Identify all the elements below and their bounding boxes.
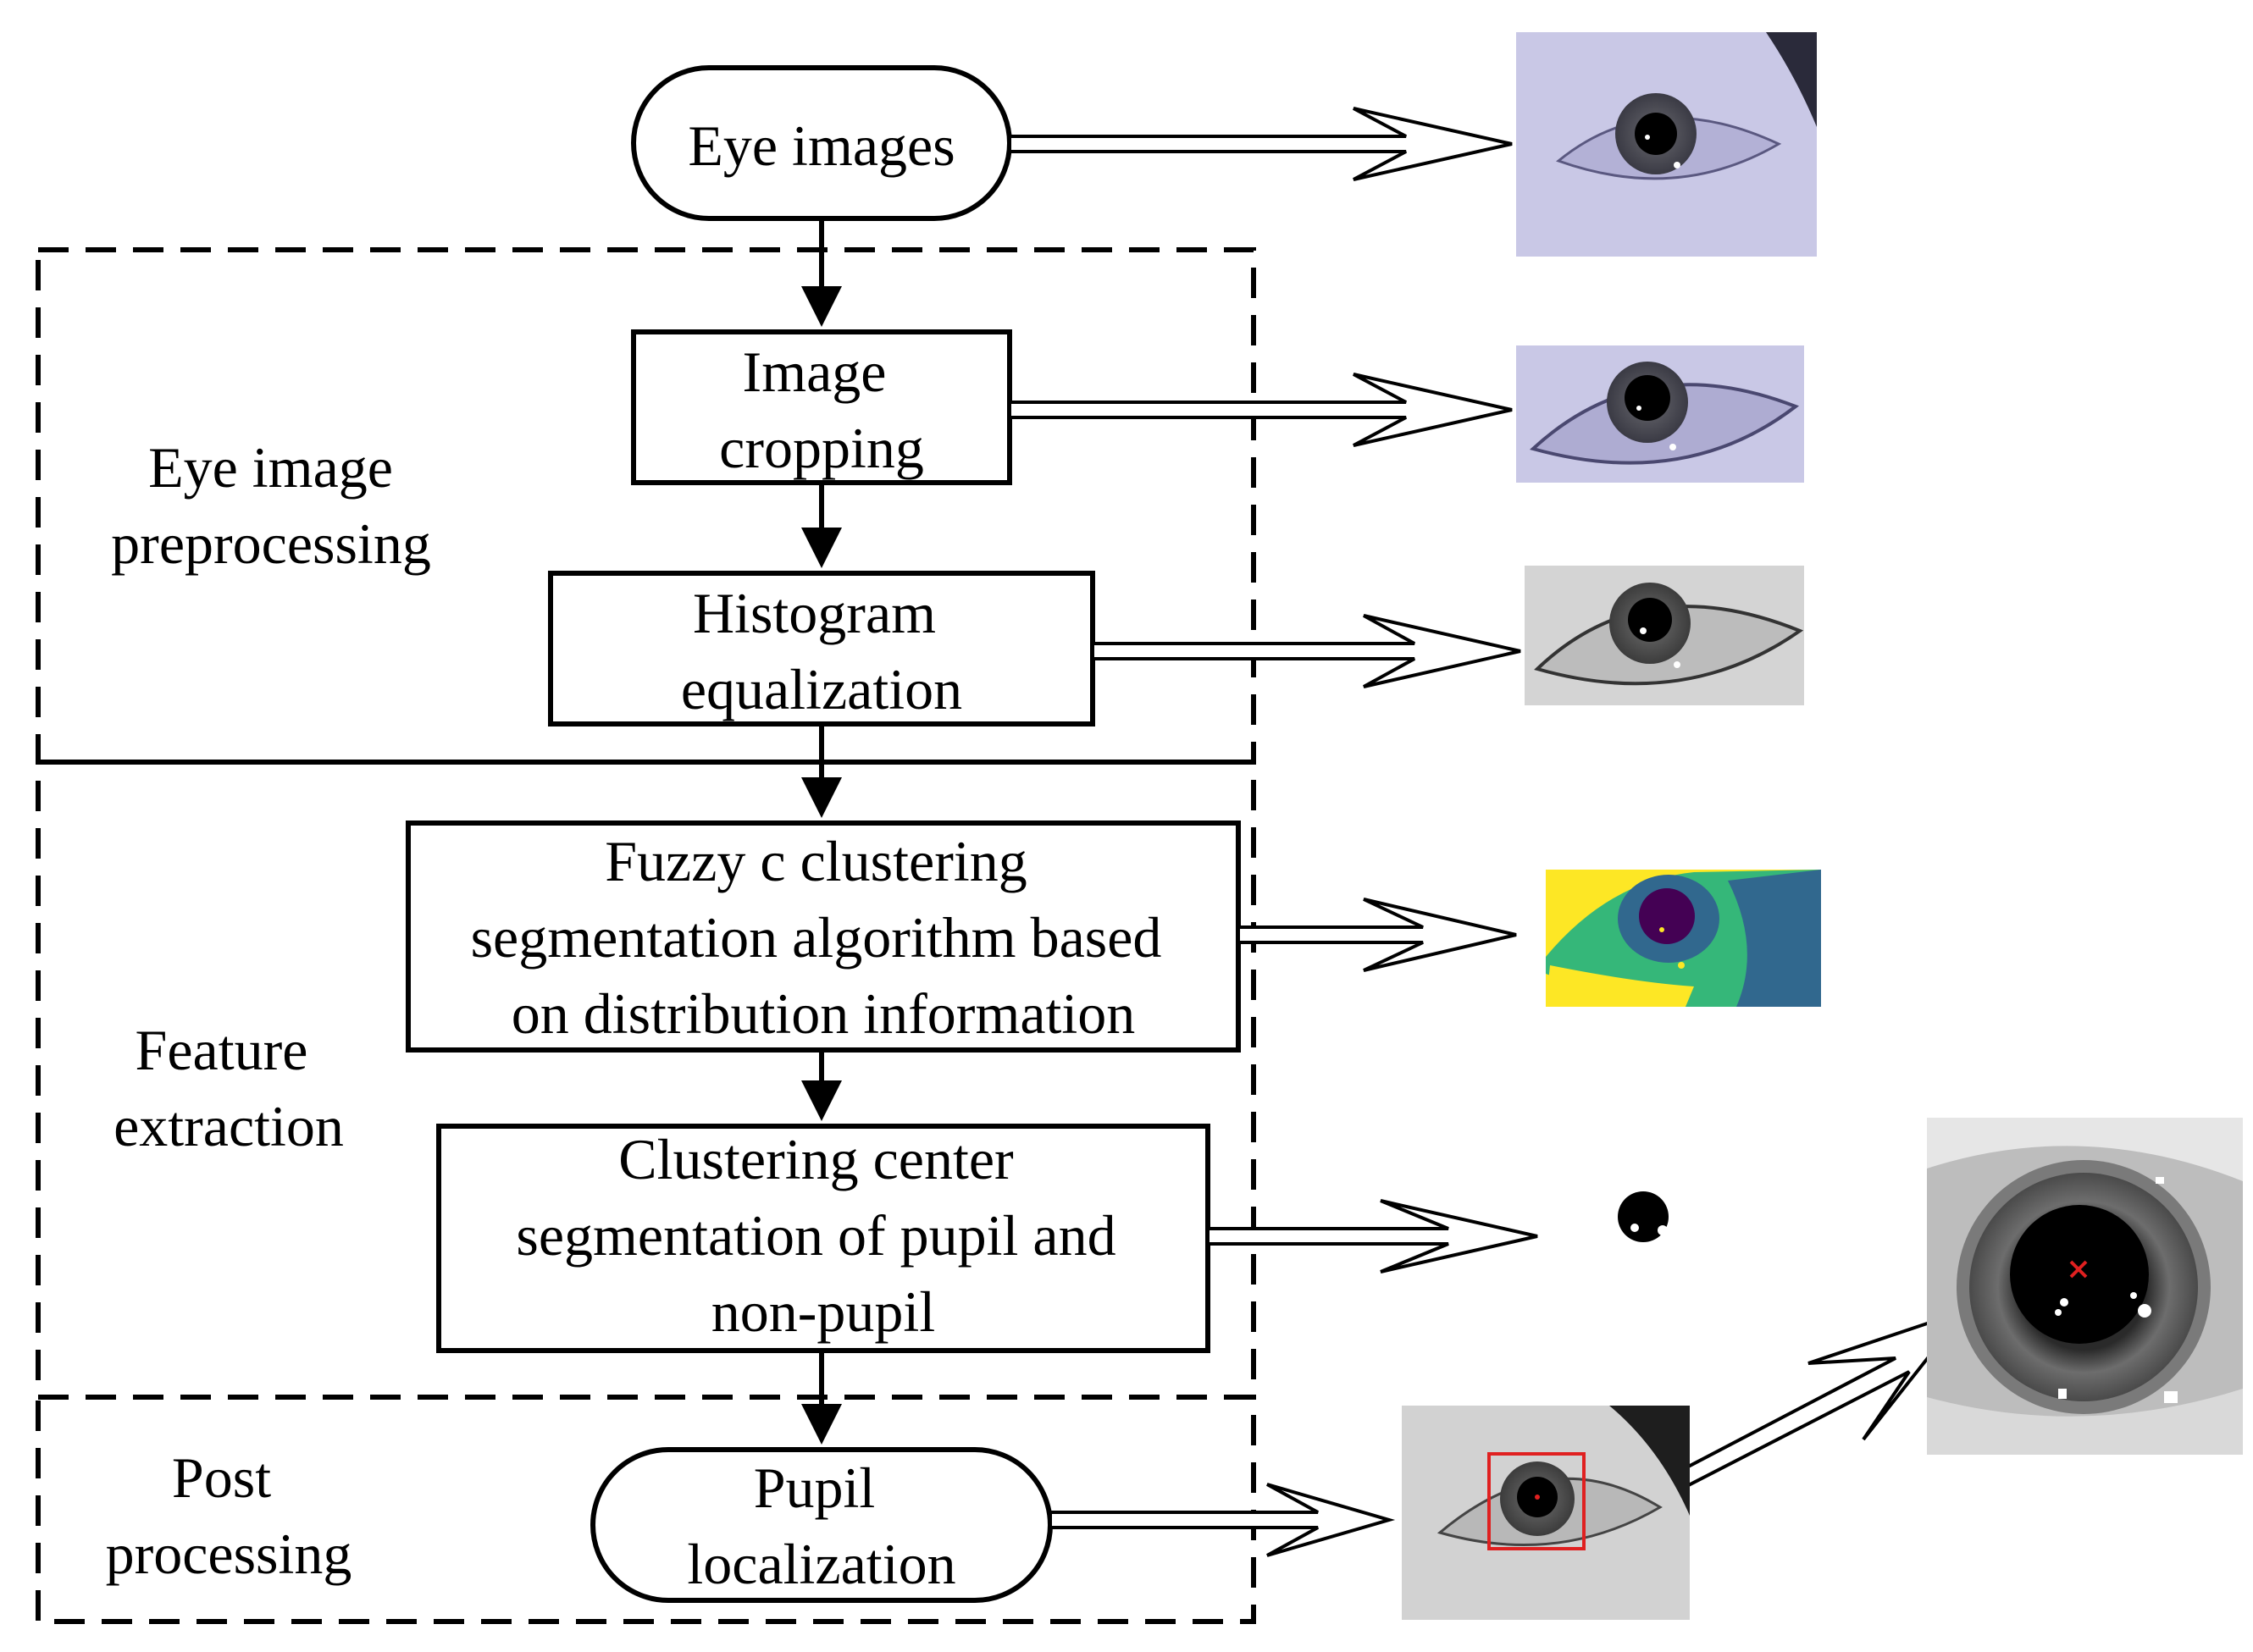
node-pupil-localization: Pupil localization	[590, 1447, 1053, 1603]
image-pupil-mask	[1618, 1191, 1669, 1242]
hollow-arrow-4	[1237, 898, 1517, 972]
group-label-post: Post processing	[106, 1445, 352, 1586]
pupil-center-marker	[2069, 1260, 2088, 1279]
group-preprocessing: Eye image preprocessing	[36, 247, 1256, 765]
hollow-arrow-3	[1091, 614, 1521, 688]
svg-text:Clustering center segmen: Clustering center segmentation of pupil …	[516, 1127, 1130, 1344]
svg-text:Image cropping: Image cropping	[719, 340, 924, 480]
svg-text:Fuzzy c clustering segme: Fuzzy c clustering segmentation algorith…	[471, 829, 1176, 1046]
group-label-feature: Feature extraction	[113, 1018, 344, 1158]
group-feature-extraction: Feature extraction	[36, 760, 1256, 1400]
image-cropped-eye	[1516, 345, 1804, 483]
image-equalized-eye	[1525, 566, 1804, 705]
node-fuzzy-clustering: Fuzzy c clustering segmentation algorith…	[406, 820, 1241, 1053]
image-zoomed-pupil	[1927, 1118, 2243, 1455]
image-raw-eye	[1516, 32, 1817, 257]
node-image-cropping: Image cropping	[631, 329, 1012, 485]
node-eye-images: Eye images	[631, 65, 1012, 221]
hollow-arrow-2	[1008, 373, 1513, 447]
image-clustered-eye	[1546, 870, 1821, 1007]
group-post-processing: Post processing	[36, 1395, 1256, 1624]
svg-text:Histogram equalization: Histogram equalization	[681, 581, 962, 721]
node-clustering-center: Clustering center segmentation of pupil …	[436, 1124, 1210, 1353]
node-histogram-equalization: Histogram equalization	[548, 571, 1095, 727]
svg-text:Pupil localization: Pupil localization	[687, 1456, 955, 1596]
svg-text:Eye images: Eye images	[688, 113, 955, 178]
localization-box	[1487, 1452, 1586, 1550]
hollow-arrow-5	[1206, 1199, 1538, 1274]
image-localized-eye	[1402, 1406, 1690, 1620]
hollow-arrow-6	[1049, 1483, 1396, 1557]
hollow-arrow-1	[1008, 107, 1513, 181]
group-label-preprocessing: Eye image preprocessing	[111, 435, 431, 576]
